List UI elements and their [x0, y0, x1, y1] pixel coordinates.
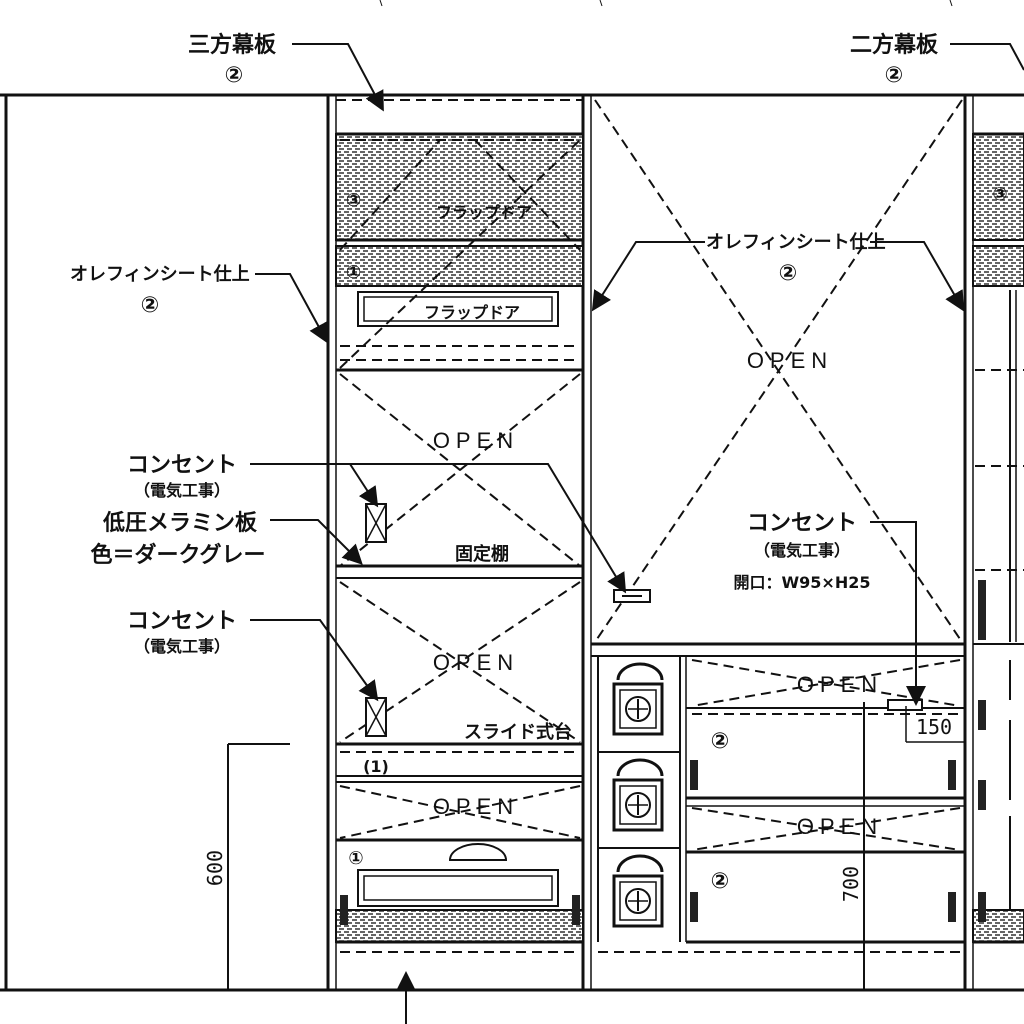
label-flap-door-3: フラップドア: [436, 203, 532, 222]
label-sanpo-makuita: 三方幕板: [188, 32, 277, 58]
dim-700: 700: [839, 866, 863, 902]
label-olefin-left: オレフィンシート仕上: [70, 263, 250, 285]
label-nihou-circled: ②: [885, 63, 904, 88]
label-compartment-2-lower: ②: [711, 869, 730, 894]
dim-150: 150: [916, 715, 952, 739]
label-melamine: 低圧メラミン板: [102, 511, 258, 536]
label-olefin-right-circled: ②: [779, 261, 798, 286]
label-olefin-left-circled: ②: [141, 293, 160, 318]
main-frame: [0, 0, 1024, 992]
left-cabinet: [335, 99, 584, 953]
label-outlet-middle: コンセント: [747, 511, 857, 536]
label-nihou-makuita: 二方幕板: [850, 32, 939, 58]
text-labels: 三方幕板 ② 二方幕板 ② オレフィンシート仕上 ② オレフィンシート仕上 ② …: [70, 32, 1008, 902]
flap-door-3-panel: [335, 133, 584, 241]
middle-cabinet: [591, 99, 965, 990]
label-outlet-upper: コンセント: [127, 453, 237, 478]
label-drawer-1-num: ①: [348, 848, 363, 869]
dim-600: 600: [203, 850, 227, 886]
label-right-3: ③: [992, 184, 1007, 205]
label-kaikou: 開口：W95×H25: [734, 573, 871, 592]
label-denki-middle: （電気工事）: [754, 541, 850, 560]
label-olefin-right: オレフィンシート仕上: [706, 231, 886, 253]
dim-600-line: [227, 743, 290, 990]
label-slide-paren: (1): [363, 757, 389, 776]
label-color-grey: 色＝ダークグレー: [90, 542, 265, 568]
label-open-left-3: OPEN: [433, 794, 519, 819]
label-open-middle: OPEN: [747, 348, 833, 373]
label-open-left-1: OPEN: [433, 428, 519, 453]
label-open-right-1: OPEN: [797, 672, 883, 697]
label-outlet-lower: コンセント: [127, 609, 237, 634]
label-denki-upper: （電気工事）: [134, 481, 230, 500]
label-open-left-2: OPEN: [433, 650, 519, 675]
label-compartment-2-upper: ②: [711, 729, 730, 754]
leader-lines: [250, 43, 1024, 1024]
label-flap-door-3-num: ③: [346, 190, 361, 211]
label-flap-door-1-num: ①: [346, 262, 361, 283]
label-flap-door-1: フラップドア: [424, 303, 520, 322]
label-kotei-dana: 固定棚: [455, 543, 509, 565]
label-slide-dai: スライド式台: [464, 721, 572, 743]
label-denki-lower: （電気工事）: [134, 637, 230, 656]
label-sanpo-circled: ②: [225, 63, 244, 88]
label-open-right-2: OPEN: [797, 814, 883, 839]
right-cabinet: [972, 132, 1024, 944]
drawer-handle-arc: [448, 843, 508, 861]
flap-door-1-panel: [335, 245, 584, 287]
